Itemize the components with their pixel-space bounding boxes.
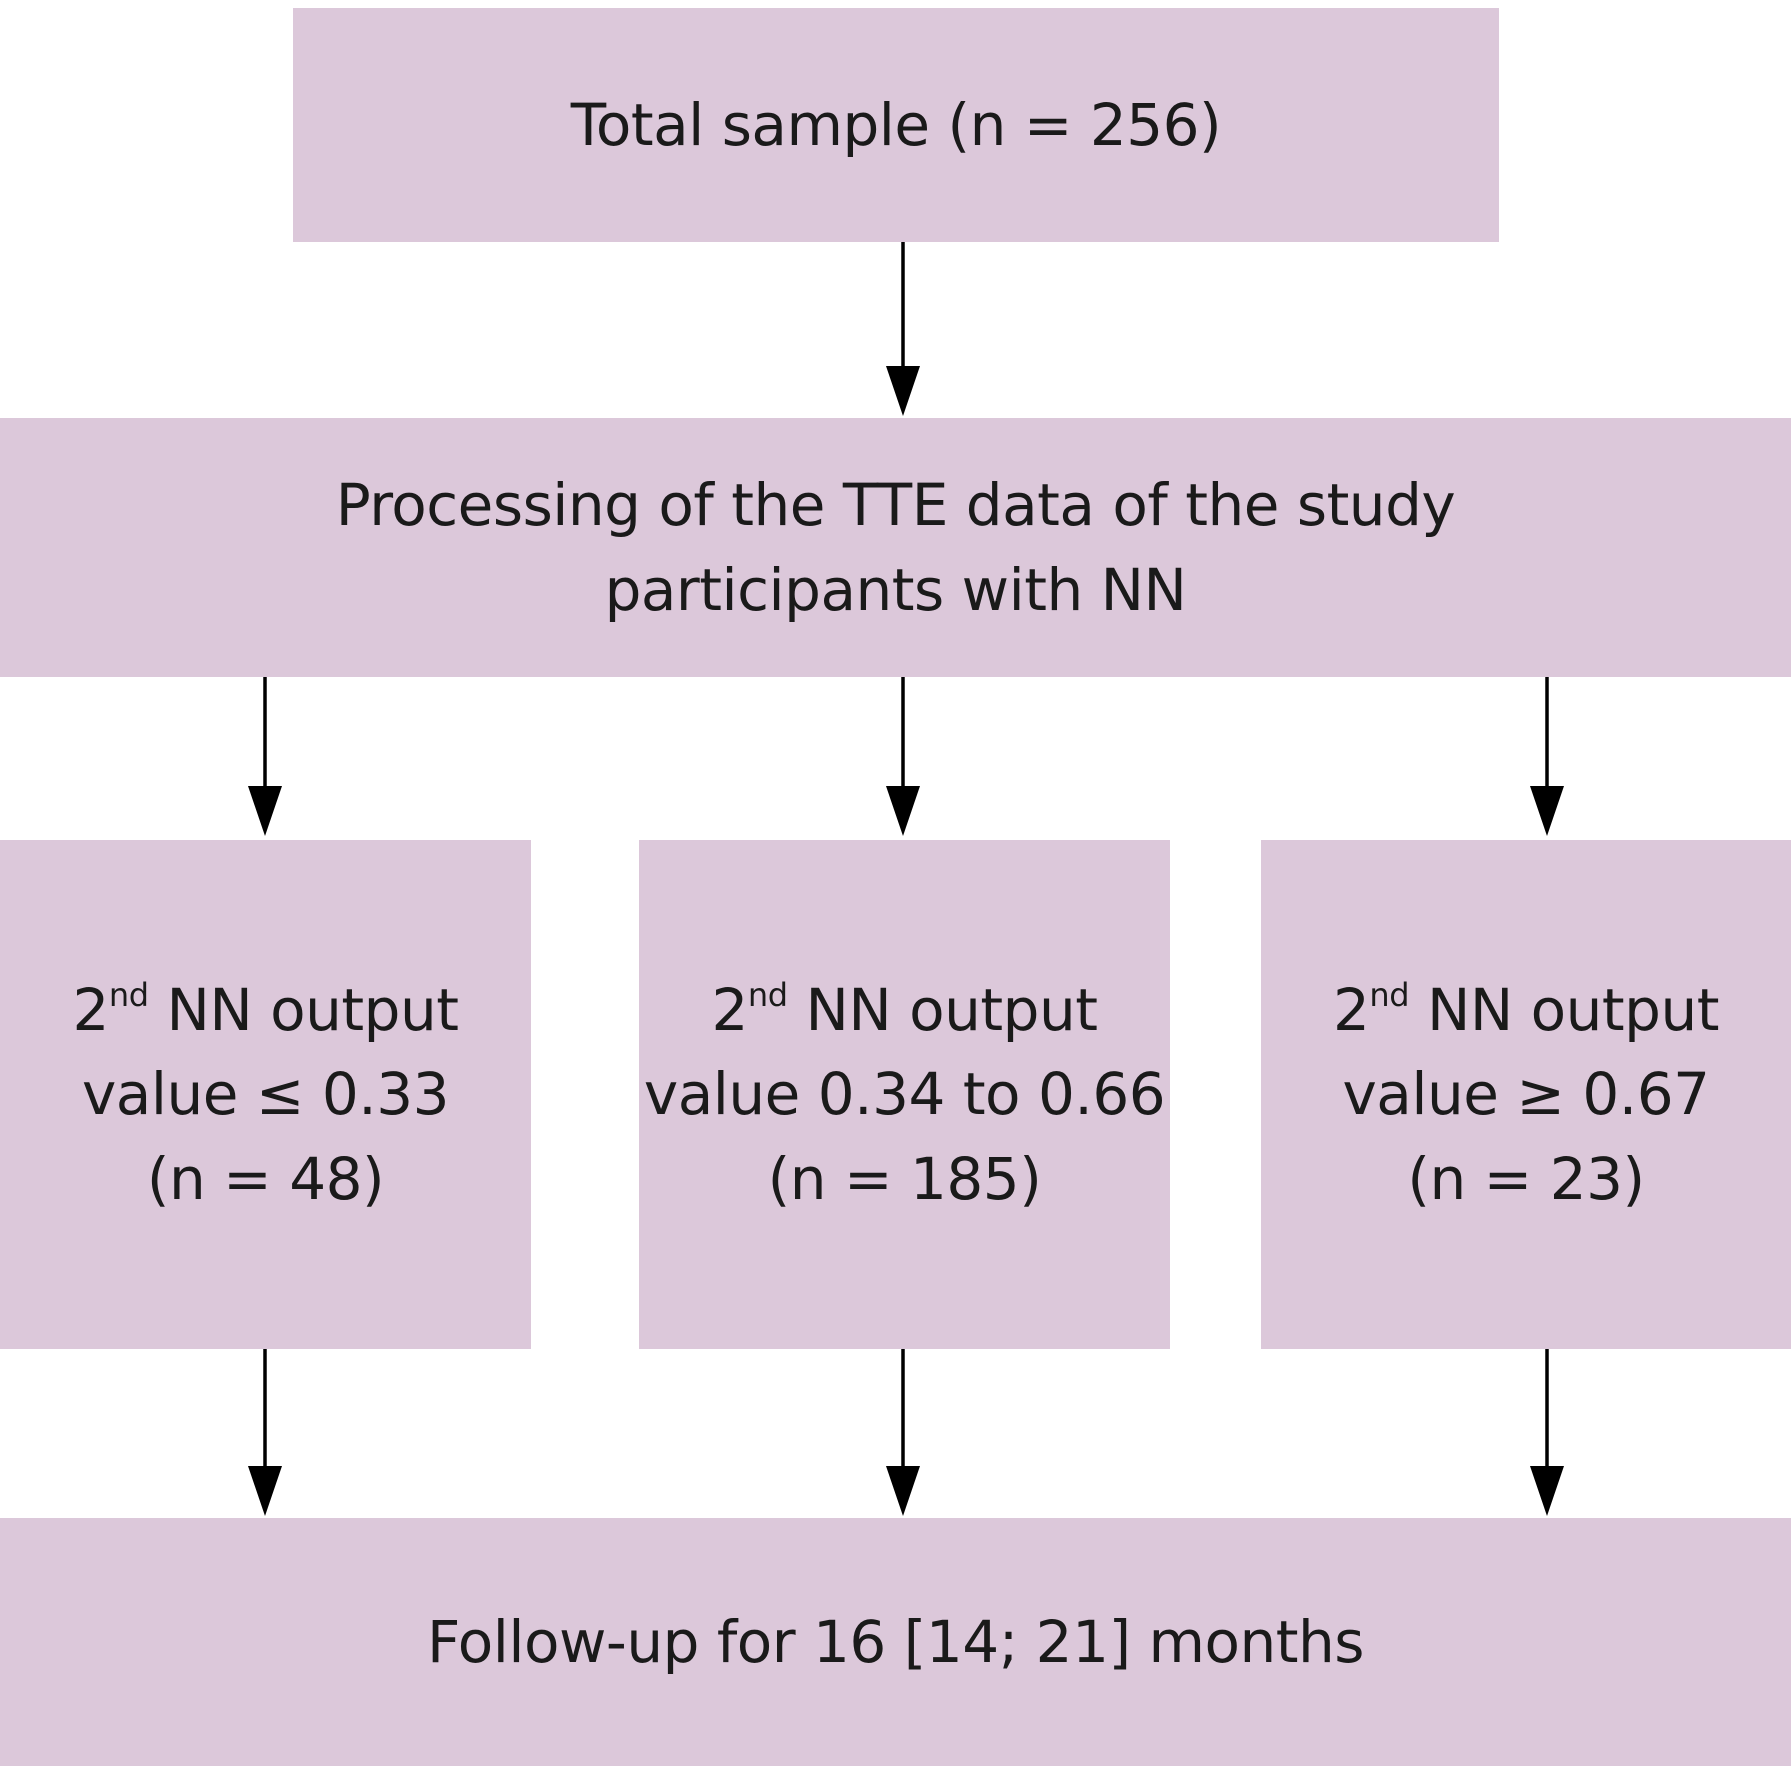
total-sample-box: Total sample (n = 256) bbox=[293, 8, 1499, 242]
group-mid-count: (n = 185) bbox=[767, 1144, 1042, 1213]
group-box-mid: 2nd NN output value 0.34 to 0.66 (n = 18… bbox=[639, 840, 1170, 1349]
processing-line-1: Processing of the TTE data of the study bbox=[335, 471, 1456, 540]
group-low-count: (n = 48) bbox=[146, 1144, 385, 1213]
followup-box: Follow-up for 16 [14; 21] months bbox=[0, 1518, 1791, 1766]
group-mid-title: 2nd NN output bbox=[712, 968, 1098, 1052]
arrow-low-to-followup bbox=[248, 1349, 282, 1516]
group-low-range: value ≤ 0.33 bbox=[81, 1060, 450, 1129]
arrow-high-to-followup bbox=[1530, 1349, 1564, 1516]
group-mid-title-ordinal: nd bbox=[747, 976, 788, 1015]
followup-label: Follow-up for 16 [14; 21] months bbox=[426, 1607, 1365, 1676]
arrow-processing-to-mid bbox=[886, 677, 920, 836]
group-high-title-number: 2 bbox=[1333, 976, 1370, 1045]
group-mid-title-text: NN output bbox=[787, 976, 1098, 1045]
group-high-count: (n = 23) bbox=[1407, 1144, 1645, 1213]
total-sample-label: Total sample (n = 256) bbox=[570, 90, 1222, 159]
arrow-total-to-processing bbox=[886, 242, 920, 416]
arrow-processing-to-high bbox=[1530, 677, 1564, 836]
processing-line-2: participants with NN bbox=[604, 555, 1187, 624]
group-mid-range: value 0.34 to 0.66 bbox=[643, 1060, 1166, 1129]
arrow-mid-to-followup bbox=[886, 1349, 920, 1516]
group-high-title-ordinal: nd bbox=[1369, 976, 1410, 1015]
group-low-title-ordinal: nd bbox=[108, 976, 149, 1015]
group-box-high: 2nd NN output value ≥ 0.67 (n = 23) bbox=[1261, 840, 1791, 1349]
group-low-title-number: 2 bbox=[72, 976, 110, 1045]
group-low-title: 2nd NN output bbox=[73, 968, 459, 1052]
group-box-low: 2nd NN output value ≤ 0.33 (n = 48) bbox=[0, 840, 531, 1349]
group-high-title: 2nd NN output bbox=[1333, 968, 1719, 1052]
arrow-processing-to-low bbox=[248, 677, 282, 836]
group-low-title-text: NN output bbox=[148, 976, 459, 1045]
group-mid-title-number: 2 bbox=[711, 976, 749, 1045]
group-high-range: value ≥ 0.67 bbox=[1342, 1060, 1710, 1129]
group-high-title-text: NN output bbox=[1409, 976, 1720, 1045]
processing-box: Processing of the TTE data of the study … bbox=[0, 418, 1791, 677]
